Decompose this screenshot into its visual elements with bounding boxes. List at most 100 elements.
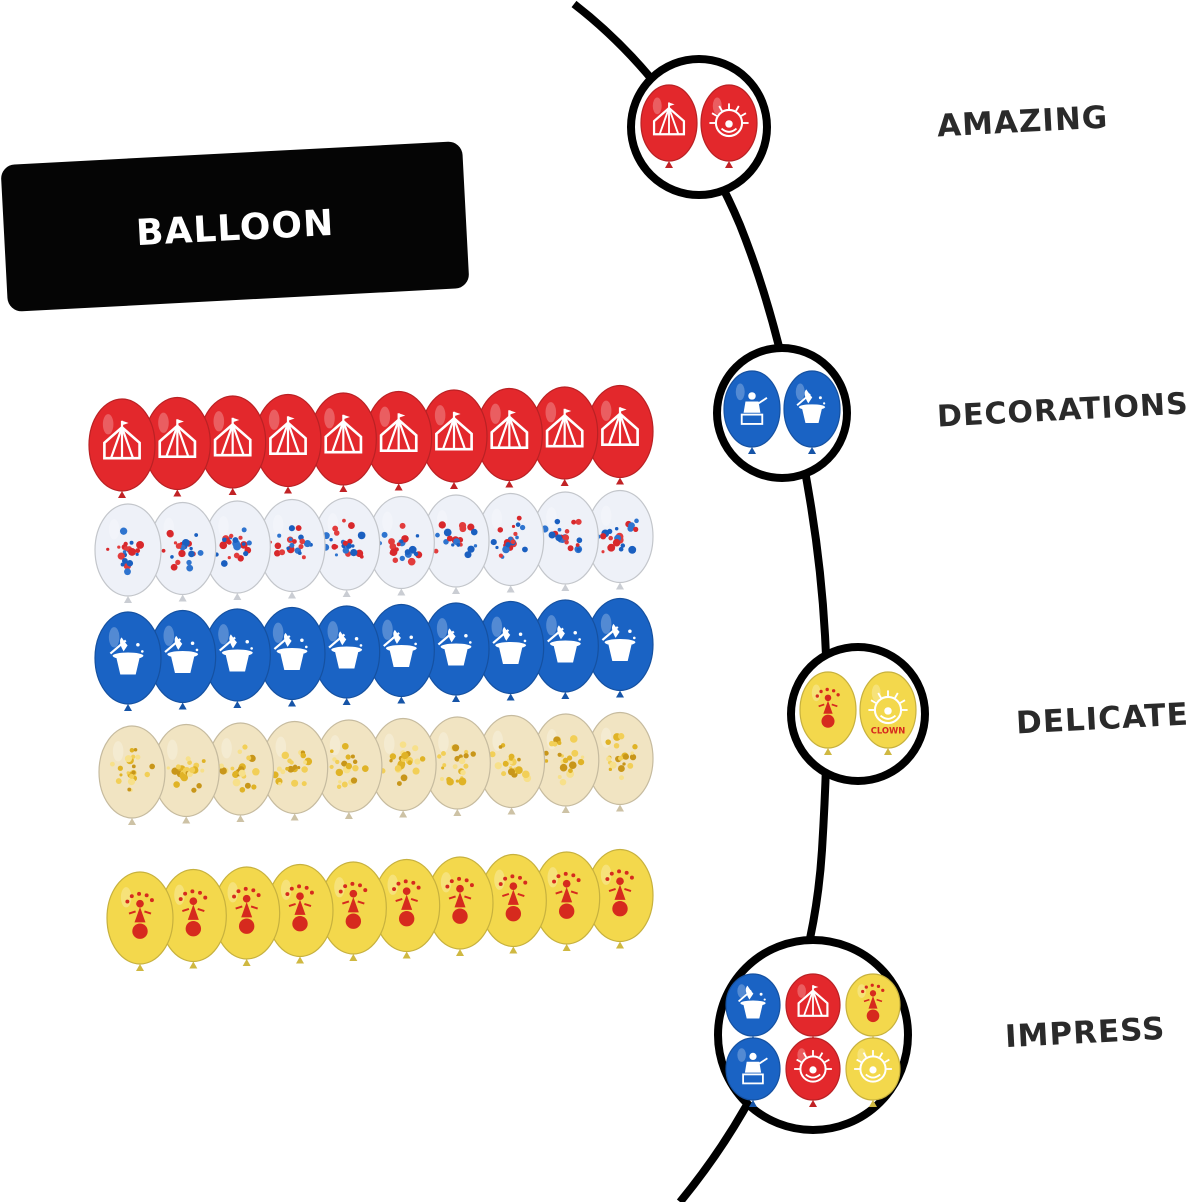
- feature-circle-amazing: [627, 55, 771, 199]
- magic-hat-icon: [743, 1003, 763, 1019]
- tent-icon: [652, 106, 686, 136]
- tent-icon: [545, 413, 584, 448]
- balloon-red-blue-confetti: [313, 497, 381, 597]
- balloon-yellow-juggler: [266, 863, 334, 964]
- tent-icon: [269, 421, 307, 456]
- balloon-red-blue-confetti: [422, 494, 490, 594]
- clown-face-icon: [873, 695, 903, 725]
- balloon-red-blue-confetti: [94, 503, 162, 603]
- product-label-text: BALLOON: [135, 202, 336, 255]
- juggler-icon: [505, 906, 522, 922]
- balloon-yellow-juggler: [479, 853, 547, 954]
- balloon-gold-confetti: [261, 720, 329, 821]
- balloon-gold-confetti: [152, 723, 220, 824]
- juggler-icon: [452, 908, 468, 924]
- balloon-row-gold-confetti: [98, 711, 654, 825]
- tent-icon: [103, 425, 141, 460]
- balloon-row-red-tent: [88, 384, 654, 498]
- tent-icon: [601, 412, 639, 447]
- magic-hat-icon: [115, 655, 141, 675]
- feature-balloon: [845, 1037, 901, 1107]
- balloon-row-yellow-juggler: [106, 848, 654, 971]
- clown-face-icon: [799, 1055, 827, 1083]
- magic-hat-icon: [801, 407, 823, 423]
- juggler-icon: [866, 1009, 880, 1023]
- juggler-icon: [398, 911, 415, 927]
- balloon-red-blue-confetti: [531, 491, 599, 591]
- balloon-yellow-juggler: [533, 851, 601, 951]
- balloon-red-tent: [199, 395, 267, 495]
- tent-icon: [379, 418, 418, 453]
- product-label-tag: BALLOON: [0, 141, 470, 312]
- balloon-gold-confetti: [532, 713, 600, 813]
- balloon-blue-magic-hat: [258, 606, 326, 707]
- feature-balloon: [785, 1037, 841, 1107]
- balloon-blue-magic-hat: [94, 611, 162, 711]
- juggler-icon: [185, 921, 202, 937]
- feature-circle-decorations: [713, 344, 851, 482]
- feature-balloon: [640, 84, 698, 168]
- feature-balloon: [845, 973, 901, 1043]
- clown-face-icon: [859, 1055, 887, 1083]
- balloon-red-tent: [475, 387, 543, 488]
- juggler-icon: [238, 918, 255, 934]
- balloon-red-tent: [309, 392, 377, 492]
- magic-hat-icon: [389, 648, 414, 667]
- performer-icon: [748, 392, 756, 400]
- balloon-blue-magic-hat: [149, 609, 217, 710]
- magic-hat-icon: [553, 643, 578, 663]
- balloon-gold-confetti: [369, 717, 437, 818]
- balloon-gold-confetti: [315, 719, 383, 819]
- balloon-red-tent: [143, 396, 211, 497]
- magic-hat-icon: [225, 652, 250, 672]
- magic-hat-icon: [334, 649, 359, 669]
- tent-icon: [158, 424, 197, 459]
- balloon-gold-confetti: [206, 722, 275, 822]
- juggler-icon: [558, 903, 575, 919]
- balloon-yellow-juggler: [319, 861, 387, 961]
- balloon-yellow-juggler: [586, 848, 654, 949]
- juggler-icon: [292, 916, 308, 932]
- feature-balloon: [799, 671, 857, 755]
- balloon-red-tent: [254, 393, 322, 494]
- balloon-grid: [88, 384, 654, 971]
- clown-word: CLOWN: [871, 725, 906, 735]
- tent-icon: [490, 415, 529, 450]
- tent-icon: [435, 416, 473, 451]
- balloon-yellow-juggler: [373, 858, 441, 959]
- balloon-red-tent: [531, 386, 599, 486]
- magic-hat-icon: [170, 654, 195, 673]
- balloon-row-blue-magic-hat: [94, 597, 654, 711]
- juggler-icon: [612, 901, 628, 917]
- performer-icon: [749, 1052, 757, 1060]
- clown-face-icon: [714, 108, 744, 138]
- balloon-blue-magic-hat: [203, 608, 271, 708]
- feature-balloon: [725, 973, 781, 1043]
- feature-balloon: [700, 84, 758, 168]
- feature-circle-delicate: CLOWN: [787, 643, 929, 785]
- balloon-red-tent: [586, 384, 654, 485]
- tent-icon: [213, 422, 252, 457]
- feature-circle-impress: [714, 936, 912, 1134]
- feature-balloon: [725, 1037, 781, 1107]
- balloon-red-blue-confetti: [258, 498, 326, 599]
- magic-hat-icon: [607, 642, 633, 661]
- juggler-icon: [345, 913, 362, 929]
- balloon-row-red-blue-confetti: [94, 489, 654, 603]
- balloon-blue-magic-hat: [586, 597, 654, 698]
- balloon-yellow-juggler: [106, 871, 174, 971]
- balloon-gold-confetti: [98, 725, 166, 825]
- tent-icon: [797, 989, 829, 1017]
- balloon-red-tent: [88, 398, 156, 498]
- juggler-icon: [132, 923, 148, 939]
- balloon-blue-magic-hat: [477, 600, 545, 701]
- magic-hat-icon: [279, 651, 305, 670]
- balloon-gold-confetti: [423, 716, 491, 816]
- balloon-yellow-juggler: [159, 868, 227, 969]
- feature-balloon: [785, 973, 841, 1043]
- feature-balloon: [723, 370, 781, 454]
- balloon-blue-magic-hat: [313, 605, 381, 705]
- tent-icon: [324, 419, 363, 454]
